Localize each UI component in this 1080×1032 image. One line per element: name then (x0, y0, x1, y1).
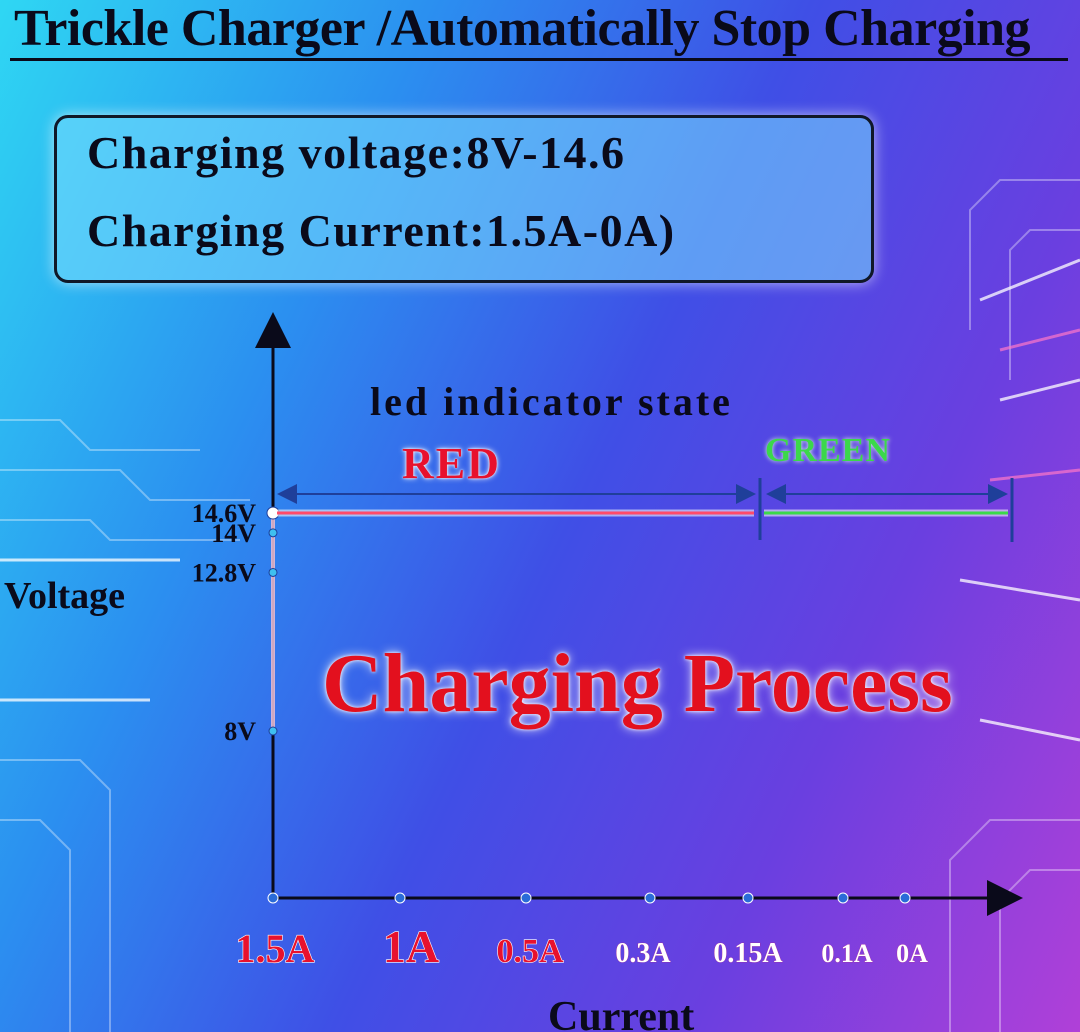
x-tick-label: 1.5A (236, 926, 315, 971)
y-tick-label: 14.6V (192, 499, 257, 528)
x-tick-label: 1A (383, 921, 439, 972)
y-tick-dot (268, 528, 278, 538)
charging-current-spec: Charging Current:1.5A-0A) (87, 205, 676, 256)
charging-process-label: Charging Process (322, 637, 953, 730)
x-tick-label: 0.1A (821, 939, 873, 968)
x-tick-label: 0.5A (496, 933, 564, 970)
x-tick-label: 0.3A (615, 938, 671, 969)
green-state-label: GREEN (765, 432, 891, 469)
y-axis-title: Voltage (4, 575, 125, 617)
x-tick-dot (837, 892, 849, 904)
page-title: Trickle Charger /Automatically Stop Char… (14, 0, 1031, 57)
red-state-label: RED (402, 439, 501, 488)
y-tick-dot (268, 567, 278, 577)
spec-box: Charging voltage:8V-14.6 Charging Curren… (54, 115, 874, 283)
x-tick-dot (520, 892, 532, 904)
x-tick-dot (899, 892, 911, 904)
x-tick-dot (644, 892, 656, 904)
title-underline (10, 58, 1068, 61)
y-tick-dot (268, 726, 278, 736)
x-tick-dot (394, 892, 406, 904)
x-axis-title: Current (548, 994, 694, 1032)
led-indicator-title: led indicator state (370, 379, 733, 424)
x-tick-dot (742, 892, 754, 904)
x-tick-dot (267, 892, 279, 904)
charging-voltage-spec: Charging voltage:8V-14.6 (87, 127, 626, 178)
x-tick-label: 0.15A (713, 938, 783, 969)
x-tick-label: 0A (896, 939, 928, 968)
y-tick-label: 14V (211, 519, 256, 548)
y-tick-label: 8V (224, 717, 256, 746)
y-tick-label: 12.8V (192, 558, 257, 587)
